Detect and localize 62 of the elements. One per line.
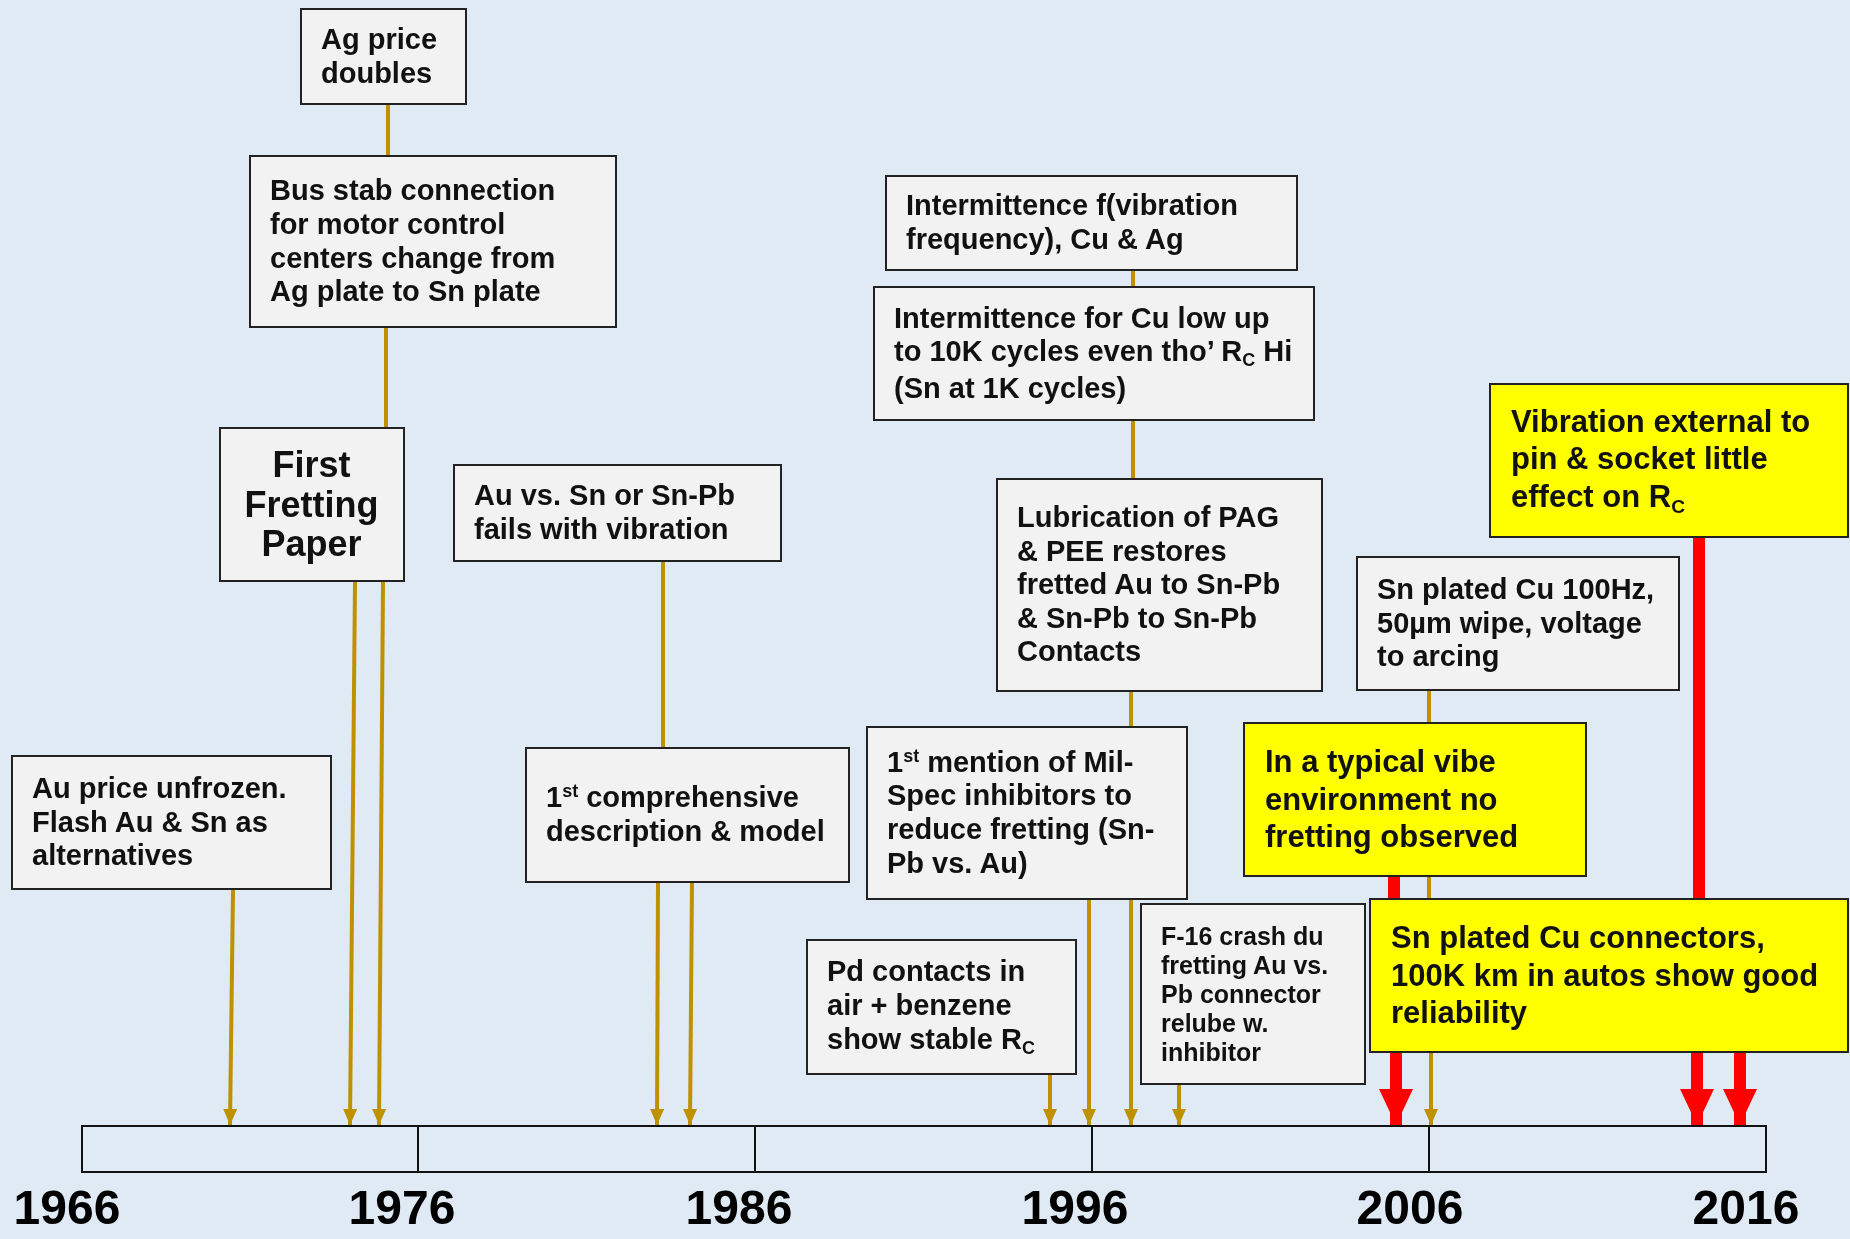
connector-line (1131, 271, 1135, 286)
connector-line (661, 562, 665, 747)
event-box (525, 747, 850, 883)
year-label: 2016 (1692, 1180, 1800, 1236)
event-text: Intermittence for Cu low up to 10K cycles even tho’ R$_{C}$ Hi (Sn at 1K cycles) (894, 301, 1293, 406)
event-box (866, 726, 1188, 900)
arrow (1723, 1053, 1757, 1125)
event-text: Ag price doubles (321, 22, 439, 91)
event-box (885, 175, 1298, 271)
timeline-bar (81, 1125, 1767, 1173)
event-text: Pd contacts in air + benzene show stable R$_{C}$ (827, 955, 1036, 1059)
event-box (453, 464, 782, 562)
event-text: Sn plated Cu 100Hz, 50µm wipe, voltage to arcing (1377, 573, 1656, 674)
event-box (996, 478, 1323, 692)
year-label: 1996 (1021, 1180, 1129, 1236)
event-text: Au price unfrozen. Flash Au & Sn as alternatives (32, 772, 288, 873)
event-box (873, 286, 1315, 421)
event-text: In a typical vibe environment no fretting observed (1265, 742, 1520, 857)
connector-line (1427, 877, 1431, 898)
event-text: First Fretting Paper (243, 445, 380, 564)
connector-line (1693, 538, 1705, 898)
arrow (650, 883, 665, 1125)
event-text: 1$^{st}$ comprehensive description & model (546, 781, 826, 849)
arrow (223, 889, 238, 1126)
event-box (300, 8, 467, 105)
event-text: 1$^{st}$ mention of Mil-Spec inhibitors to reduce fretting (Sn-Pb vs. Au) (887, 745, 1156, 881)
arrow (1680, 1053, 1714, 1125)
connector-line (384, 328, 388, 427)
event-text: Sn plated Cu connectors, 100K km in autos show good reliability (1391, 918, 1820, 1033)
event-text: Lubrication of PAG & PEE restores fretted Au to Sn-Pb & Sn-Pb to Sn-Pb Contacts (1017, 500, 1282, 670)
event-text: Vibration external to pin & socket little effect on R$_{C}$ (1511, 402, 1812, 519)
connector-line (1427, 691, 1431, 722)
event-box (1140, 903, 1366, 1085)
connector-line (1131, 421, 1135, 478)
arrow (1124, 900, 1138, 1125)
arrow (1082, 900, 1096, 1125)
arrow (1172, 1085, 1186, 1125)
event-text: Bus stab connection for motor control centers change from Ag plate to Sn plate (270, 174, 557, 309)
event-text: Au vs. Sn or Sn-Pb fails with vibration (474, 479, 737, 547)
connector-line (1129, 692, 1133, 726)
year-label: 1986 (685, 1180, 793, 1236)
year-label: 1966 (13, 1180, 121, 1236)
event-box (806, 939, 1077, 1075)
year-label: 1976 (348, 1180, 456, 1236)
arrow (343, 582, 358, 1125)
arrow (1379, 1053, 1413, 1125)
arrow (1424, 1053, 1438, 1125)
event-box (249, 155, 617, 328)
connector-line (1388, 877, 1400, 898)
event-box (1356, 556, 1680, 691)
arrow (372, 582, 387, 1125)
event-text: Intermittence f(vibration frequency), Cu & Ag (906, 189, 1239, 257)
arrow (1043, 1075, 1057, 1125)
event-box (11, 755, 332, 890)
highlight-box (1369, 898, 1849, 1053)
connector-line (386, 105, 390, 155)
arrow (683, 883, 698, 1125)
event-box (219, 427, 405, 582)
highlight-box (1489, 383, 1849, 538)
year-label: 2006 (1356, 1180, 1464, 1236)
highlight-box (1243, 722, 1587, 877)
event-text: F-16 crash du fretting Au vs. Pb connector relube w. inhibitor (1161, 921, 1330, 1067)
